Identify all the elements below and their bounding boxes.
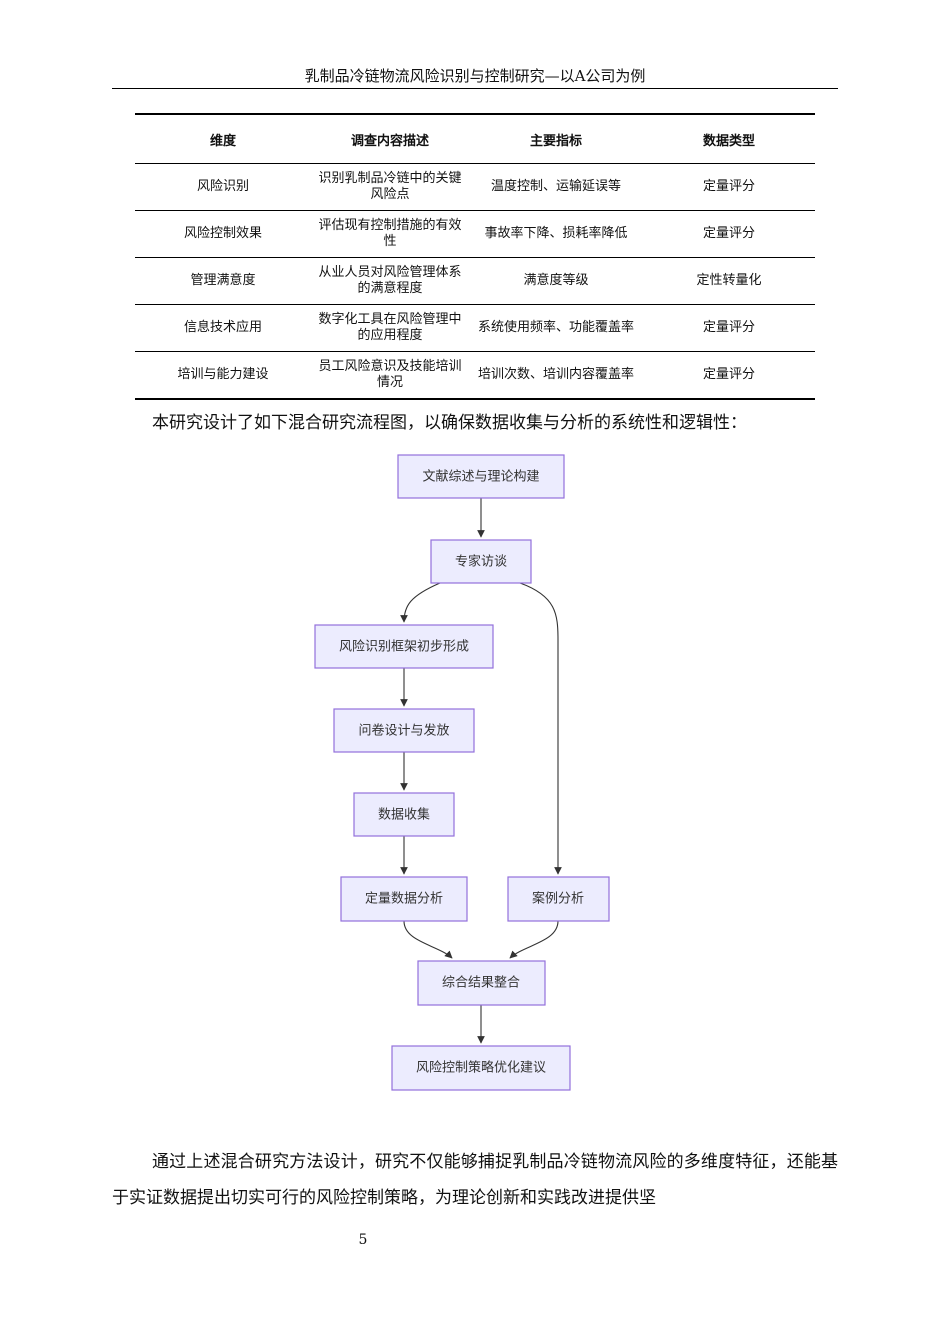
closing-paragraph: 通过上述混合研究方法设计，研究不仅能够捕捉乳制品冷链物流风险的多维度特征，还能基… (112, 1152, 838, 1208)
node-label: 数据收集 (378, 807, 430, 823)
table-cell: 风险控制效果 (135, 210, 311, 258)
table-cell: 满意度等级 (469, 257, 643, 305)
table-cell: 培训与能力建设 (135, 351, 311, 400)
node-label: 文献综述与理论构建 (422, 470, 539, 485)
node-case-analysis: 案例分析 (507, 876, 610, 922)
node-data-collection: 数据收集 (353, 792, 455, 837)
edge-interview-framework (400, 582, 441, 623)
table-row: 风险识别 识别乳制品冷链中的关键风险点 温度控制、运输延误等 定量评分 (135, 163, 815, 211)
table-cell: 评估现有控制措施的有效性 (311, 210, 469, 258)
page-number: 5 (358, 1232, 368, 1248)
node-integration: 综合结果整合 (417, 960, 546, 1006)
table-cell: 温度控制、运输延误等 (469, 163, 643, 211)
node-label: 专家访谈 (455, 554, 507, 570)
node-label: 案例分析 (532, 892, 584, 907)
column-header: 主要指标 (469, 113, 643, 164)
node-label: 风险识别框架初步形成 (339, 640, 469, 655)
node-questionnaire: 问卷设计与发放 (333, 708, 475, 753)
header-rule (112, 88, 838, 89)
table-cell: 从业人员对风险管理体系的满意程度 (311, 257, 469, 305)
intro-paragraph: 本研究设计了如下混合研究流程图，以确保数据收集与分析的系统性和逻辑性： (152, 413, 747, 433)
node-label: 风险控制策略优化建议 (416, 1060, 546, 1076)
node-strategy: 风险控制策略优化建议 (391, 1045, 571, 1091)
survey-dimension-table: 维度 调查内容描述 主要指标 数据类型 风险识别 识别乳制品冷链中的关键风险点 … (135, 113, 815, 400)
edge-case-integrate (509, 920, 559, 959)
node-risk-framework: 风险识别框架初步形成 (314, 624, 494, 669)
table-cell: 定量评分 (643, 210, 815, 258)
node-expert-interview: 专家访谈 (430, 539, 532, 584)
table-row: 信息技术应用 数字化工具在风险管理中的应用程度 系统使用频率、功能覆盖率 定量评… (135, 304, 815, 352)
table-cell: 定量评分 (643, 304, 815, 352)
table-cell: 定性转量化 (643, 257, 815, 305)
table-cell: 信息技术应用 (135, 304, 311, 352)
table-cell: 事故率下降、损耗率降低 (469, 210, 643, 258)
table-header-row: 维度 调查内容描述 主要指标 数据类型 (135, 113, 815, 164)
node-label: 问卷设计与发放 (358, 723, 449, 739)
edge-quant-integrate (403, 920, 453, 959)
table-cell: 培训次数、培训内容覆盖率 (469, 351, 643, 400)
column-header: 维度 (135, 113, 311, 164)
table-cell: 管理满意度 (135, 257, 311, 305)
table-cell: 定量评分 (643, 351, 815, 400)
table-cell: 风险识别 (135, 163, 311, 211)
table-cell: 员工风险意识及技能培训情况 (311, 351, 469, 400)
table-row: 风险控制效果 评估现有控制措施的有效性 事故率下降、损耗率降低 定量评分 (135, 210, 815, 258)
running-header: 乳制品冷链物流风险识别与控制研究—以A公司为例 (304, 67, 646, 85)
node-quant-analysis: 定量数据分析 (340, 876, 468, 922)
column-header: 数据类型 (643, 113, 815, 164)
node-literature-review: 文献综述与理论构建 (397, 454, 565, 499)
table-cell: 识别乳制品冷链中的关键风险点 (311, 163, 469, 211)
column-header: 调查内容描述 (311, 113, 469, 164)
table-row: 培训与能力建设 员工风险意识及技能培训情况 培训次数、培训内容覆盖率 定量评分 (135, 351, 815, 400)
node-label: 定量数据分析 (365, 892, 443, 907)
table-cell: 定量评分 (643, 163, 815, 211)
edge-interview-case (519, 582, 562, 875)
table-cell: 系统使用频率、功能覆盖率 (469, 304, 643, 352)
node-label: 综合结果整合 (442, 976, 520, 991)
table-row: 管理满意度 从业人员对风险管理体系的满意程度 满意度等级 定性转量化 (135, 257, 815, 305)
table-cell: 数字化工具在风险管理中的应用程度 (311, 304, 469, 352)
